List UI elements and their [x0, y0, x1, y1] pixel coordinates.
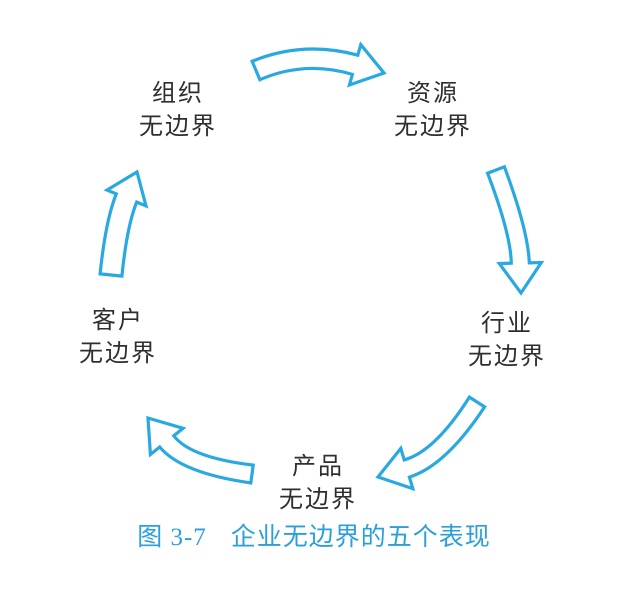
figure-caption-title: 企业无边界的五个表现: [230, 524, 491, 551]
node-resource-line2: 无边界: [394, 114, 472, 140]
node-organization-line2: 无边界: [139, 114, 217, 140]
arrow-customer-to-organization-icon: [98, 169, 149, 278]
node-organization: 组织 无边界: [139, 78, 217, 144]
node-industry: 行业 无边界: [468, 308, 546, 374]
node-product-line2: 无边界: [279, 487, 357, 513]
node-customer-line1: 客户: [92, 308, 144, 334]
node-industry-line2: 无边界: [468, 344, 546, 370]
figure-caption-number: 图 3-7: [137, 524, 207, 551]
arrow-industry-to-product-icon: [375, 394, 487, 492]
node-customer-line2: 无边界: [79, 341, 157, 367]
arrow-resource-to-industry-icon: [485, 164, 545, 296]
node-resource: 资源 无边界: [394, 78, 472, 144]
node-resource-line1: 资源: [407, 81, 459, 107]
node-product: 产品 无边界: [279, 451, 357, 517]
node-customer: 客户 无边界: [79, 305, 157, 371]
figure-caption: 图 3-7 企业无边界的五个表现: [0, 523, 628, 553]
arrow-product-to-customer-icon: [146, 415, 256, 485]
arrow-organization-to-resource-icon: [249, 41, 387, 88]
node-product-line1: 产品: [292, 454, 344, 480]
node-industry-line1: 行业: [481, 311, 533, 337]
node-organization-line1: 组织: [152, 81, 204, 107]
